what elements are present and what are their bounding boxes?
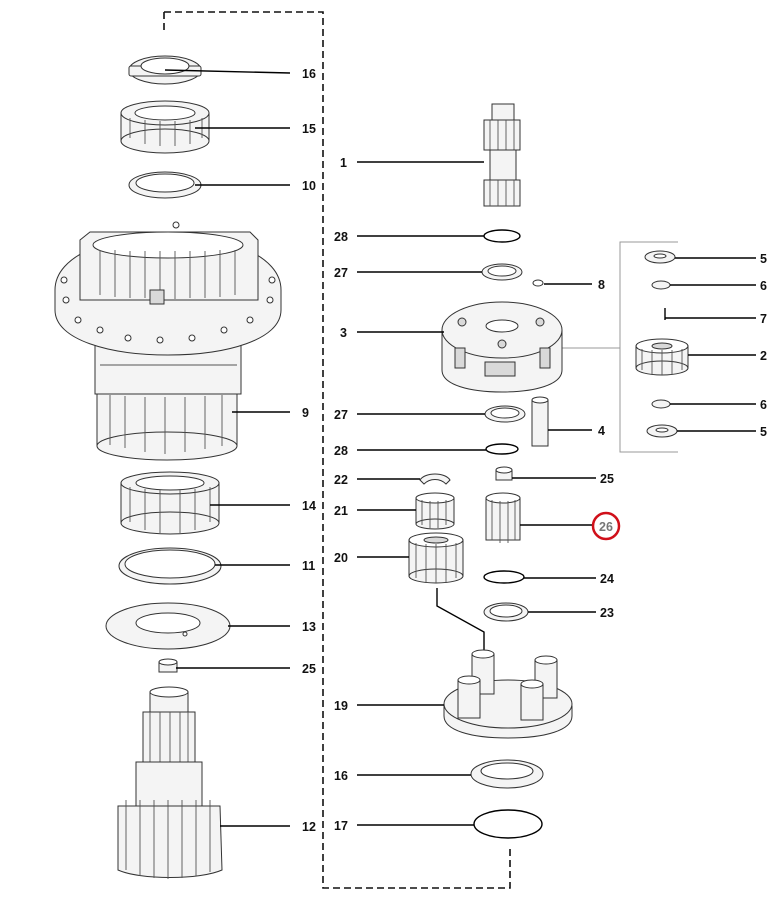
part-1-sun-shaft [483, 103, 521, 207]
part-5-thrust-washer-lower [646, 424, 678, 438]
label-17[interactable]: 17 [334, 819, 348, 833]
label-6-lower[interactable]: 6 [760, 398, 767, 412]
part-21-small-gear [415, 492, 455, 530]
label-26[interactable]: 26 [599, 520, 613, 534]
part-28-circlip-lower [485, 443, 519, 455]
highlight-ring [591, 511, 621, 541]
part-5-thrust-washer-top [644, 250, 676, 264]
label-9[interactable]: 9 [302, 406, 309, 420]
part-28-circlip-top [483, 229, 521, 243]
label-4[interactable]: 4 [598, 424, 605, 438]
label-19[interactable]: 19 [334, 699, 348, 713]
part-12-pinion-shaft [117, 686, 223, 879]
label-8[interactable]: 8 [598, 278, 605, 292]
part-14-bearing [120, 471, 220, 535]
label-20[interactable]: 20 [334, 551, 348, 565]
label-13[interactable]: 13 [302, 620, 316, 634]
part-17-o-ring [473, 809, 543, 839]
part-27-ring-lower [484, 405, 526, 423]
part-16-lock-nut-lower [470, 759, 544, 789]
part-22-washer [419, 473, 451, 485]
leader-lines [164, 69, 756, 827]
label-12[interactable]: 12 [302, 820, 316, 834]
part-24-circlip [483, 570, 525, 584]
part-19-planet-carrier [443, 649, 573, 739]
part-25-collar-left [158, 658, 178, 673]
part-6-needle-bearing-top [651, 280, 671, 290]
part-9-housing [54, 221, 282, 461]
label-11[interactable]: 11 [302, 559, 315, 573]
part-3-carrier [441, 301, 563, 393]
label-24[interactable]: 24 [600, 572, 614, 586]
planet-parts-bracket [560, 241, 678, 453]
part-15-bearing-top [120, 100, 210, 154]
label-21[interactable]: 21 [334, 504, 348, 518]
part-26-sun-gear [485, 492, 521, 543]
part-10-ring [128, 171, 202, 199]
assembly-boundary [163, 11, 511, 889]
label-7[interactable]: 7 [760, 312, 767, 326]
label-5-top[interactable]: 5 [760, 252, 767, 266]
label-28-top[interactable]: 28 [334, 230, 348, 244]
gear-connector [436, 588, 485, 652]
label-6-top[interactable]: 6 [760, 279, 767, 293]
part-4-planet-shaft [531, 396, 549, 447]
label-1[interactable]: 1 [340, 156, 347, 170]
part-8-pin [532, 279, 544, 287]
label-23[interactable]: 23 [600, 606, 614, 620]
label-16-top[interactable]: 16 [302, 67, 316, 81]
part-16-lock-nut-top [128, 55, 202, 85]
part-11-ring [118, 547, 222, 585]
label-28-lower[interactable]: 28 [334, 444, 348, 458]
label-5-lower[interactable]: 5 [760, 425, 767, 439]
part-13-thrust-plate [105, 602, 231, 650]
label-3[interactable]: 3 [340, 326, 347, 340]
part-2-planet-gear [635, 338, 689, 376]
label-27-lower[interactable]: 27 [334, 408, 348, 422]
label-25-left[interactable]: 25 [302, 662, 316, 676]
label-16-lower[interactable]: 16 [334, 769, 348, 783]
part-6-needle-bearing-lower [651, 399, 671, 409]
label-2[interactable]: 2 [760, 349, 767, 363]
label-22[interactable]: 22 [334, 473, 348, 487]
part-20-gear [408, 532, 464, 584]
label-15[interactable]: 15 [302, 122, 316, 136]
label-27-top[interactable]: 27 [334, 266, 348, 280]
part-27-ring-top [481, 263, 523, 281]
label-25-right[interactable]: 25 [600, 472, 614, 486]
part-23-ring [483, 602, 529, 622]
label-10[interactable]: 10 [302, 179, 316, 193]
label-14[interactable]: 14 [302, 499, 316, 513]
part-labels: 16 15 10 9 14 11 13 25 12 1 28 27 3 27 2… [302, 67, 767, 834]
part-25-collar-right [495, 466, 513, 481]
